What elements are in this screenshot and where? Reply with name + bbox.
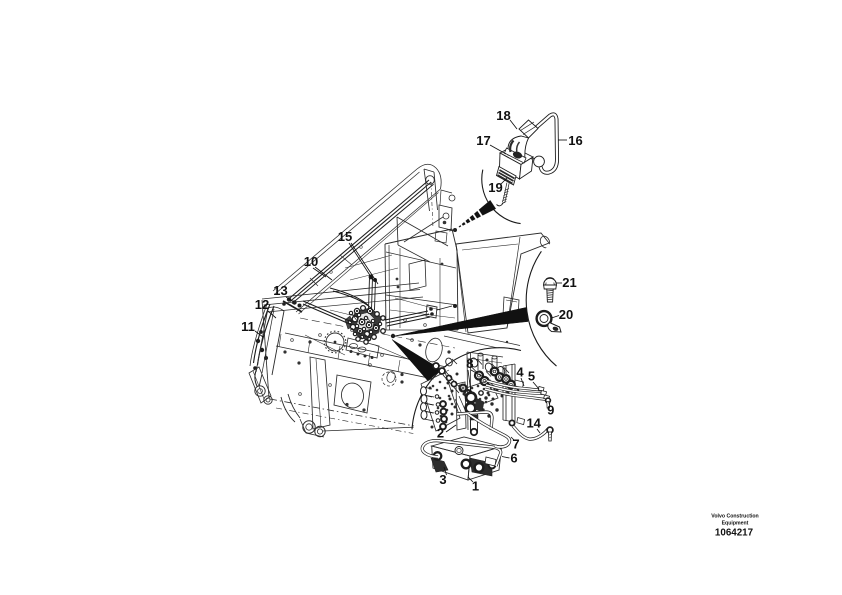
svg-text:7: 7 <box>512 437 519 452</box>
svg-text:9: 9 <box>547 403 554 418</box>
svg-text:18: 18 <box>496 108 510 123</box>
svg-text:8: 8 <box>466 356 473 371</box>
svg-text:3: 3 <box>439 472 446 487</box>
svg-text:13: 13 <box>273 283 287 298</box>
svg-text:10: 10 <box>304 254 318 269</box>
svg-text:Volvo Construction: Volvo Construction <box>711 514 758 520</box>
svg-text:16: 16 <box>568 133 582 148</box>
svg-text:Equipment: Equipment <box>722 521 749 527</box>
svg-text:17: 17 <box>476 133 490 148</box>
svg-text:11: 11 <box>241 319 255 334</box>
svg-text:21: 21 <box>562 275 576 290</box>
svg-text:6: 6 <box>510 451 517 466</box>
svg-text:19: 19 <box>488 180 502 195</box>
svg-text:1064217: 1064217 <box>715 528 754 539</box>
svg-text:4: 4 <box>516 365 524 380</box>
svg-text:2: 2 <box>437 426 444 441</box>
svg-text:15: 15 <box>338 229 352 244</box>
svg-text:20: 20 <box>559 307 573 322</box>
svg-text:5: 5 <box>528 369 535 384</box>
svg-text:14: 14 <box>526 416 541 431</box>
svg-text:12: 12 <box>255 297 269 312</box>
svg-text:1: 1 <box>472 479 479 494</box>
